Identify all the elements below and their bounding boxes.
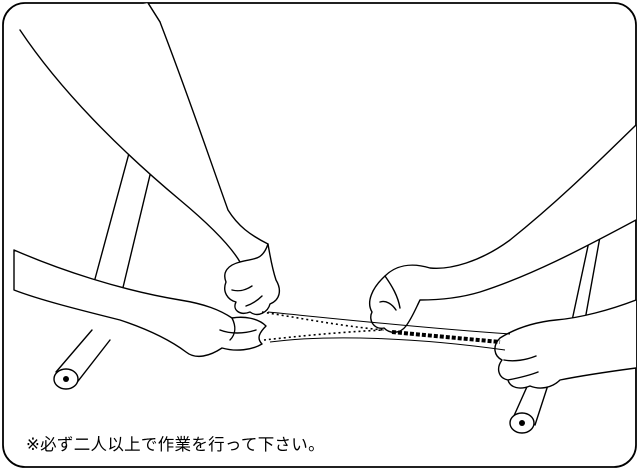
upper-right-arm — [368, 124, 637, 333]
safety-caption: ※必ず二人以上で作業を行って下さい。 — [26, 435, 325, 454]
left-roller — [53, 329, 111, 390]
lower-right-arm — [494, 299, 637, 389]
lower-left-arm — [13, 249, 267, 358]
tape-strip — [261, 311, 511, 351]
upper-left-arm — [19, 2, 281, 316]
